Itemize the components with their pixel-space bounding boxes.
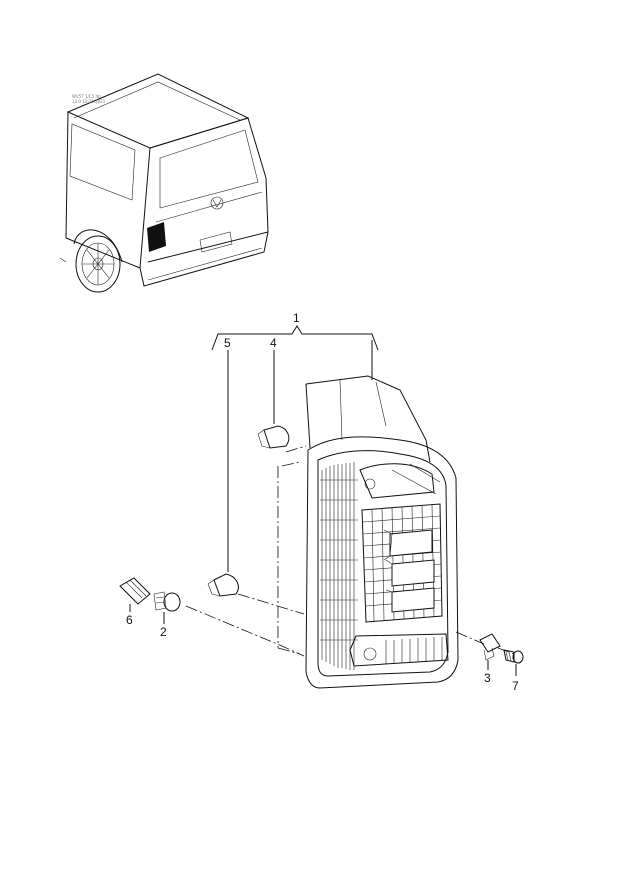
screw-7: 7 bbox=[503, 649, 524, 693]
nut-2: 2 bbox=[153, 591, 181, 639]
bulb-5: 5 bbox=[207, 336, 239, 597]
group-bracket: 1 bbox=[211, 311, 379, 380]
callout-7: 7 bbox=[512, 679, 519, 693]
drawing-stamp-line-2: 13.0 12-11.2021 bbox=[72, 99, 106, 104]
clip-3: 3 bbox=[479, 633, 501, 685]
tail-light-assembly bbox=[305, 375, 459, 689]
socket-6: 6 bbox=[119, 577, 151, 627]
callout-1: 1 bbox=[293, 311, 300, 325]
callout-6: 6 bbox=[126, 613, 133, 627]
callout-4: 4 bbox=[270, 336, 277, 350]
callout-3: 3 bbox=[484, 671, 491, 685]
vehicle-overview: WV5T 1/C5 ltd 13.0 12-11.2021 bbox=[59, 73, 269, 293]
callout-5: 5 bbox=[224, 336, 231, 350]
optic-ribs bbox=[320, 462, 358, 670]
drawing-stamp-line-1: WV5T 1/C5 ltd bbox=[72, 94, 101, 99]
callout-2: 2 bbox=[160, 625, 167, 639]
assembly-lines bbox=[185, 445, 515, 657]
bulb-4: 4 bbox=[257, 336, 290, 449]
